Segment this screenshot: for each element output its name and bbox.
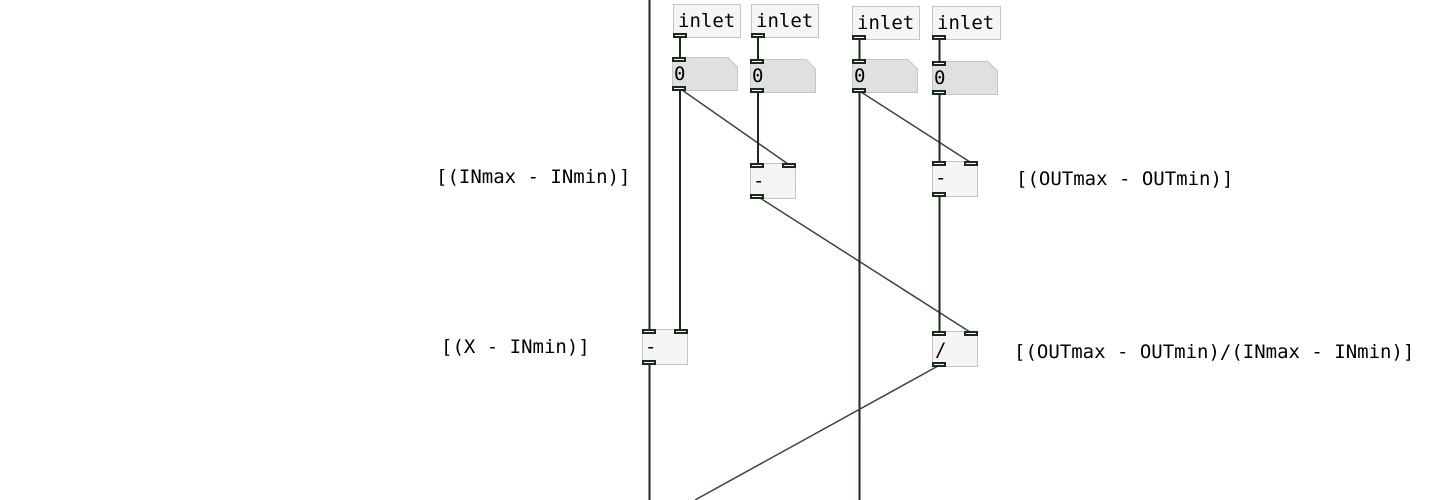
comment-in-range: [(INmax - INmin)] bbox=[436, 166, 631, 188]
outlet-port[interactable] bbox=[852, 88, 866, 93]
number-value: 0 bbox=[854, 65, 866, 87]
object-label: - bbox=[753, 170, 765, 192]
inlet-port[interactable] bbox=[852, 59, 866, 64]
inlet-label: inlet bbox=[857, 12, 915, 34]
subtract-x-object[interactable]: - bbox=[642, 329, 688, 365]
right-inlet-port[interactable] bbox=[964, 161, 978, 166]
number-value: 0 bbox=[752, 65, 764, 87]
comment-x-minus-inmin: [(X - INmin)] bbox=[441, 336, 590, 358]
object-label: - bbox=[645, 336, 657, 358]
outlet-port[interactable] bbox=[673, 33, 687, 38]
inlet-object-1[interactable]: inlet bbox=[673, 4, 741, 38]
subtract-out-range-object[interactable]: - bbox=[932, 161, 978, 197]
inlet-label: inlet bbox=[678, 10, 736, 32]
wire-num1-subin-right bbox=[681, 89, 789, 165]
outlet-port[interactable] bbox=[932, 35, 946, 40]
divide-object[interactable]: / bbox=[932, 331, 978, 367]
left-inlet-port[interactable] bbox=[750, 163, 764, 168]
right-inlet-port[interactable] bbox=[964, 331, 978, 336]
inlet-object-3[interactable]: inlet bbox=[852, 6, 920, 40]
outlet-port[interactable] bbox=[751, 33, 765, 38]
outlet-port[interactable] bbox=[642, 360, 656, 365]
inlet-port[interactable] bbox=[932, 61, 946, 66]
inlet-object-4[interactable]: inlet bbox=[932, 6, 1001, 40]
outlet-port[interactable] bbox=[750, 194, 764, 199]
left-inlet-port[interactable] bbox=[642, 329, 656, 334]
number-box-1[interactable]: 0 bbox=[672, 57, 738, 91]
wire-div-out bbox=[694, 365, 939, 500]
object-label: - bbox=[935, 167, 947, 189]
number-box-3[interactable]: 0 bbox=[852, 59, 918, 93]
number-box-4[interactable]: 0 bbox=[932, 61, 998, 95]
comment-scale-ratio: [(OUTmax - OUTmin)/(INmax - INmin)] bbox=[1014, 341, 1415, 363]
left-inlet-port[interactable] bbox=[932, 161, 946, 166]
inlet-label: inlet bbox=[756, 10, 814, 32]
outlet-port[interactable] bbox=[932, 192, 946, 197]
object-label: / bbox=[935, 339, 947, 361]
number-box-2[interactable]: 0 bbox=[750, 59, 816, 93]
outlet-port[interactable] bbox=[852, 35, 866, 40]
right-inlet-port[interactable] bbox=[782, 163, 796, 168]
left-inlet-port[interactable] bbox=[932, 331, 946, 336]
inlet-label: inlet bbox=[937, 12, 995, 34]
inlet-object-2[interactable]: inlet bbox=[751, 4, 819, 38]
outlet-port[interactable] bbox=[672, 86, 686, 91]
right-inlet-port[interactable] bbox=[674, 329, 688, 334]
outlet-port[interactable] bbox=[932, 90, 946, 95]
number-value: 0 bbox=[934, 67, 946, 89]
wire-num3-subout-right bbox=[860, 91, 971, 163]
outlet-port[interactable] bbox=[932, 362, 946, 367]
number-value: 0 bbox=[674, 63, 686, 85]
subtract-in-range-object[interactable]: - bbox=[750, 163, 796, 199]
inlet-port[interactable] bbox=[672, 57, 686, 62]
comment-out-range: [(OUTmax - OUTmin)] bbox=[1016, 168, 1234, 190]
wire-subin-div-right bbox=[759, 197, 971, 333]
outlet-port[interactable] bbox=[750, 88, 764, 93]
inlet-port[interactable] bbox=[750, 59, 764, 64]
